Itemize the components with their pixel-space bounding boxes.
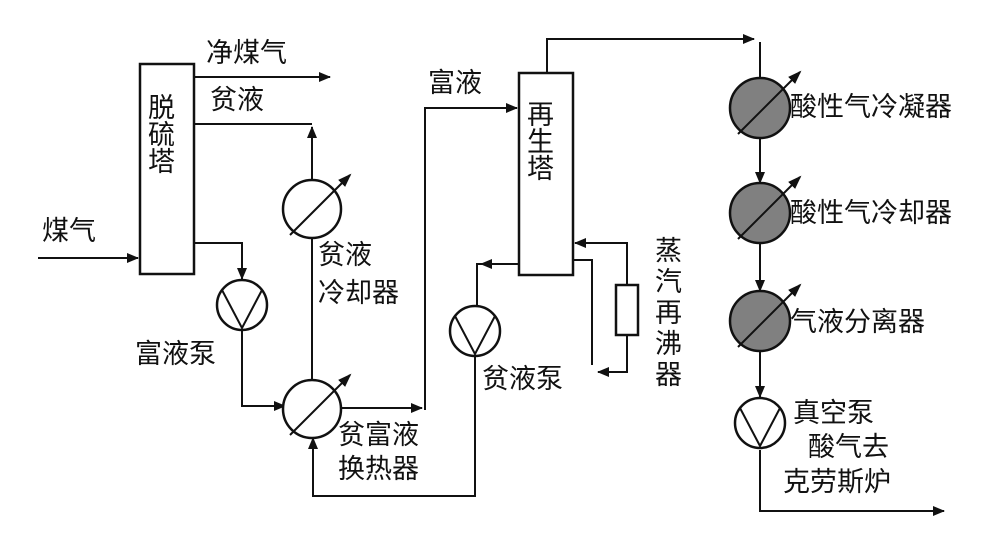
reboiler-return-line	[597, 335, 628, 377]
steam-reboiler	[614, 283, 640, 337]
tower-to-rich-pump-line	[194, 242, 247, 280]
lean-out-label: 贫液	[210, 85, 264, 116]
lean-cooler-icon	[281, 173, 352, 240]
acid-gas-to-label-1: 酸气去	[808, 432, 889, 463]
desulfurization-tower-label: 脱硫塔	[143, 93, 174, 174]
acid-condenser-icon	[728, 70, 802, 140]
rich-pump-to-exchanger-line	[241, 330, 286, 411]
vacuum-pump-label: 真空泵	[793, 398, 874, 429]
acid-gas-out-line	[759, 450, 945, 516]
separator-label: 气液分离器	[790, 307, 925, 338]
clean-gas-label: 净煤气	[206, 38, 287, 69]
vacuum-pump-icon	[733, 396, 787, 450]
reboiler-in-line	[574, 238, 628, 285]
acid-condenser-label: 酸性气冷凝器	[790, 92, 952, 123]
lean-cooler-label-1: 贫液	[318, 240, 372, 271]
lean-cooler-label-2: 冷却器	[318, 278, 399, 309]
lean-pump-icon	[448, 304, 502, 358]
regeneration-tower-label: 再生塔	[522, 100, 553, 181]
separator-icon	[728, 283, 802, 353]
steam-reboiler-label: 蒸汽再沸器	[650, 236, 681, 391]
desulfurization-tower	[138, 62, 196, 276]
acid-cooler-icon	[728, 175, 802, 245]
heat-exchanger-icon	[281, 373, 352, 440]
reboiler-out-line	[573, 259, 593, 365]
rich-pump-icon	[215, 278, 269, 332]
regen-overhead-line	[546, 34, 755, 73]
acid-cooler-label: 酸性气冷却器	[790, 198, 952, 229]
regen-bottom-to-lean-pump-line	[476, 263, 519, 306]
rich-pump-label: 富液泵	[135, 339, 216, 370]
lean-pump-label: 贫液泵	[482, 364, 563, 395]
coal-gas-label: 煤气	[42, 216, 96, 247]
heat-exchanger-label-1: 贫富液	[338, 420, 419, 451]
heat-exchanger-label-2: 换热器	[338, 454, 419, 485]
rich-liquid-to-regen-line	[424, 103, 518, 410]
lean-pump-to-exchanger-line	[308, 356, 476, 497]
acid-gas-to-label-2: 克劳斯炉	[783, 467, 891, 498]
rich-liquid-label: 富液	[428, 68, 482, 99]
